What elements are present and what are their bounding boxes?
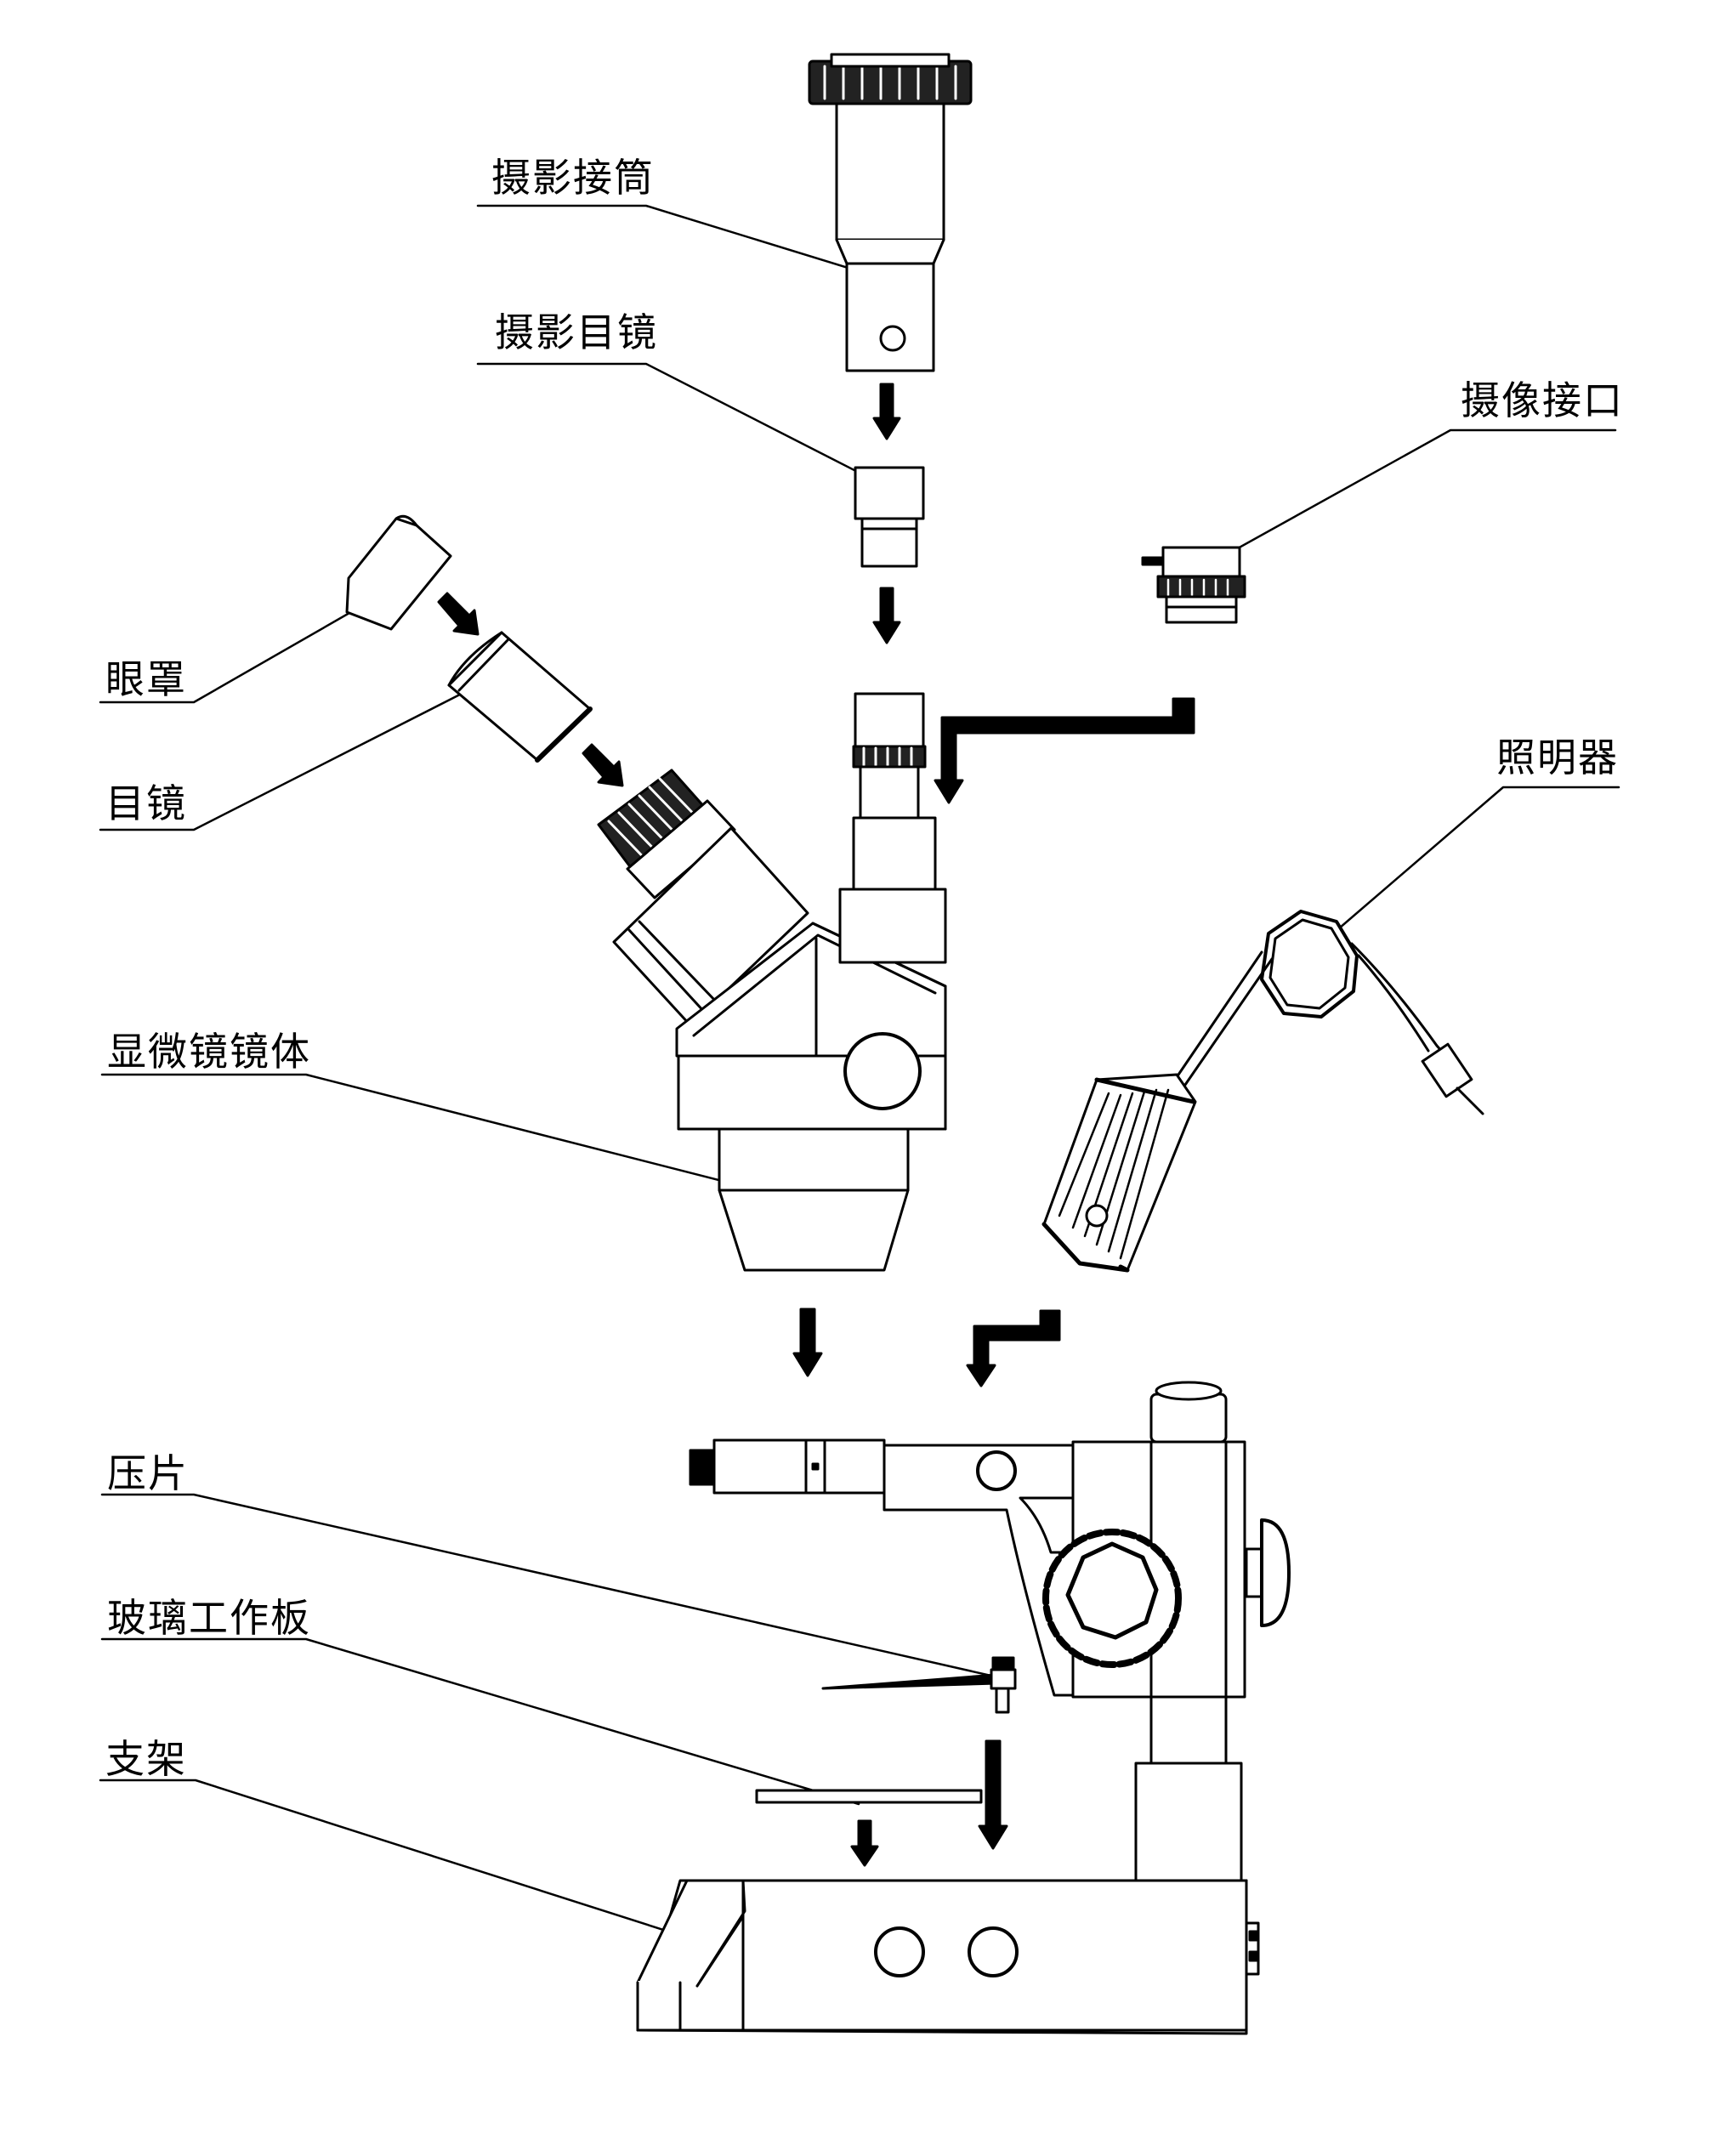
focus-arm [689, 1381, 1291, 1699]
stage-clip [821, 1656, 1017, 1714]
label-eyecup: 眼罩 [105, 656, 187, 702]
eyepiece [447, 631, 593, 763]
label-stage-clip: 压片 [107, 1450, 189, 1496]
leader-eyepiece [99, 672, 503, 831]
eyecup [345, 514, 452, 631]
label-illuminator: 照明器 [1496, 735, 1619, 780]
leader-illuminator [1331, 786, 1620, 935]
illuminator [1041, 910, 1484, 1273]
glass-plate [755, 1789, 983, 1804]
leader-glass [100, 1637, 860, 1806]
leader-body [100, 1073, 767, 1194]
assembly-arrows [437, 383, 1195, 1867]
leader-stand [99, 1779, 787, 1971]
photo-tube [808, 53, 973, 372]
label-photo-eyepiece: 摄影目镜 [495, 309, 658, 355]
label-photo-tube: 摄影接筒 [491, 155, 655, 201]
photo-eyepiece [854, 466, 925, 568]
leader-eyecup [99, 582, 403, 704]
label-microscope-body: 显微镜镜体 [107, 1029, 311, 1075]
label-camera-port: 摄像接口 [1461, 377, 1624, 423]
leader-lines [99, 204, 1620, 1971]
label-glass-plate: 玻璃工作板 [107, 1595, 311, 1641]
label-stand: 支架 [105, 1736, 187, 1782]
leader-camera-port [1189, 428, 1617, 576]
label-eyepiece: 目镜 [105, 780, 187, 826]
microscope-body [597, 692, 947, 1272]
camera-port [1141, 546, 1246, 624]
leader-photo-tube [476, 204, 869, 275]
leader-photo-eyepiece [476, 362, 884, 486]
stand [636, 1695, 1260, 2035]
leader-clip [100, 1493, 996, 1678]
